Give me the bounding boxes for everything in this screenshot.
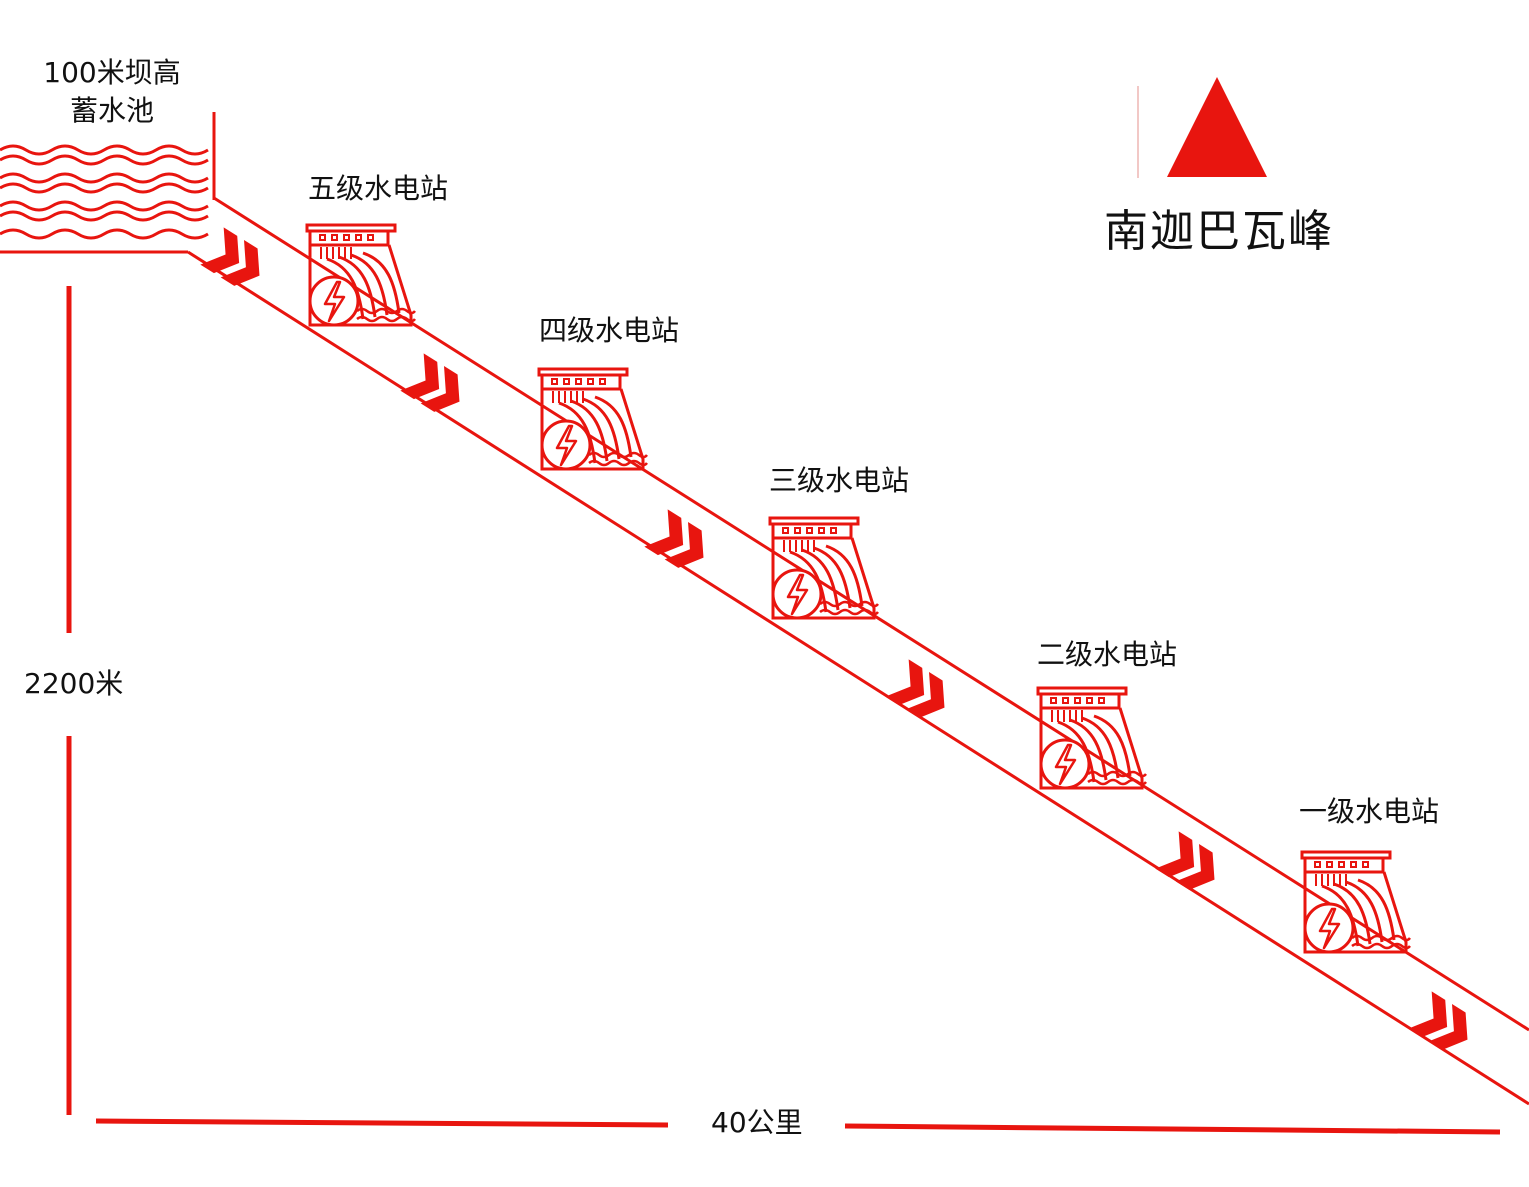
distance-dimension-line-left: [95, 1118, 669, 1128]
hydropower-station-icon: [1300, 850, 1412, 954]
flow-arrow-icon: [200, 227, 272, 295]
station-label-1: 一级水电站: [1299, 795, 1440, 828]
hydropower-station-icon: [768, 516, 880, 620]
station-label-2: 二级水电站: [1037, 638, 1178, 671]
reservoir-label-line2: 蓄水池: [69, 93, 154, 127]
station-label-3: 三级水电站: [769, 464, 910, 497]
peak-name: 南迦巴瓦峰: [1104, 206, 1334, 257]
flow-arrow-icon: [644, 509, 716, 577]
flow-arrow-icon: [1408, 991, 1480, 1059]
reservoir-label-line1: 100米坝高: [43, 56, 181, 89]
flow-arrow-icon: [1155, 831, 1227, 899]
flow-arrow-icon: [885, 659, 957, 727]
hydropower-station-icon: [537, 367, 649, 471]
height-label: 2200米: [24, 667, 124, 700]
distance-dimension-line-right: [844, 1123, 1501, 1135]
station-label-5: 五级水电站: [308, 172, 449, 205]
station-label-4: 四级水电站: [539, 314, 680, 347]
penstock-lower-line: [187, 250, 1529, 1106]
flow-arrow-icon: [400, 353, 472, 421]
red-triangle-icon: [1167, 77, 1267, 177]
distance-label: 40公里: [711, 1106, 803, 1139]
hydropower-station-icon: [1036, 686, 1148, 790]
reservoir-graphic: [0, 112, 216, 254]
reservoir-label: 100米坝高 蓄水池: [34, 56, 190, 127]
hydropower-station-icon: [305, 223, 417, 327]
